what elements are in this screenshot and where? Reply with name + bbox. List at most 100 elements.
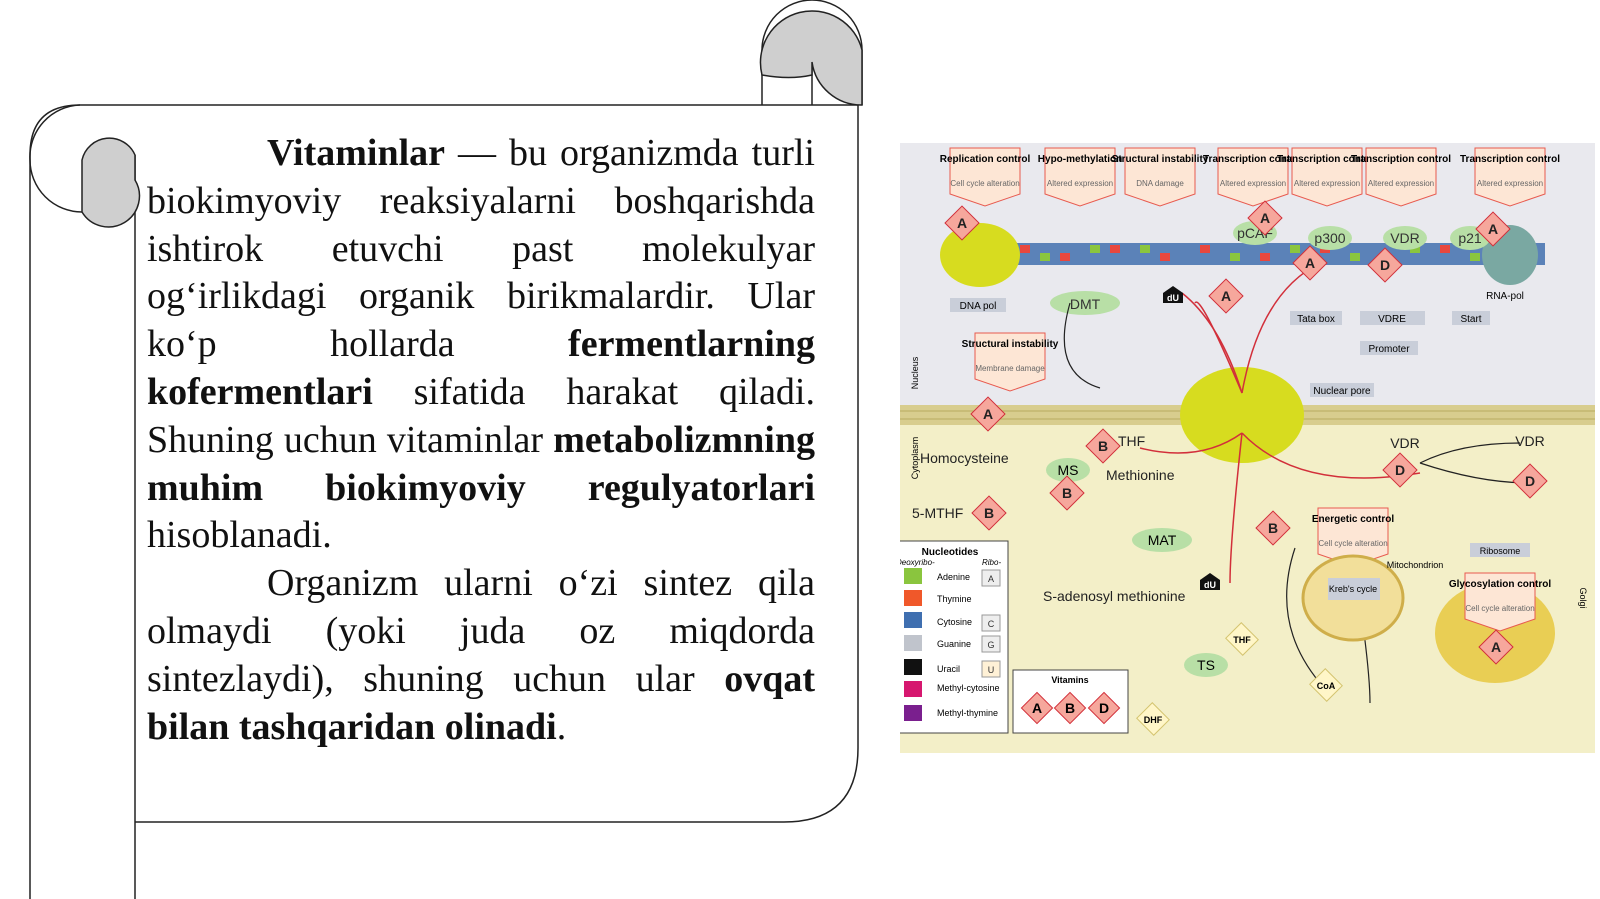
dhf-label: DHF (1144, 715, 1163, 725)
promoter-label: Promoter (1368, 344, 1410, 355)
text-span: Organizm ularni o‘zi sintez qila olmaydi… (147, 562, 815, 700)
mthf-label: 5-MTHF (912, 505, 963, 521)
rna-pol-label: RNA-pol (1486, 291, 1524, 302)
vitamins-title: Vitamins (1051, 675, 1088, 685)
vitamin-b-marker: B (1062, 485, 1072, 501)
main-text: Vitaminlar — bu organizmda turli biokimy… (147, 130, 815, 751)
vitamin-b-marker: B (1098, 438, 1108, 454)
dna-pol-label: DNA pol (960, 301, 997, 312)
vdr2-label: VDR (1515, 433, 1545, 449)
term-vitaminlar: Vitaminlar (267, 132, 446, 174)
legend-title: Nucleotides (922, 547, 979, 558)
legend-item: Cytosine (937, 617, 972, 627)
glyco-sub: Cell cycle alteration (1465, 604, 1534, 613)
thf-label: THF (1118, 433, 1145, 449)
top-box-title: Transcription control (1460, 154, 1560, 165)
thf2-label: THF (1233, 635, 1251, 645)
mitochondrion-label: Mitochondrion (1387, 560, 1444, 570)
du-marker: dU (1204, 580, 1216, 590)
membrane-box: Structural instability Membrane damage (962, 332, 1059, 392)
cytoplasm-label: Cytoplasm (910, 437, 920, 480)
top-box-sub: Altered expression (1477, 179, 1543, 188)
vitamin-a-marker: A (1491, 639, 1501, 655)
text-span: . (556, 705, 567, 748)
vitamin-b-marker: B (1268, 520, 1278, 536)
bold-span: fermentlarning kofermentlari (147, 323, 815, 413)
glyco-box: Glycosylation control Cell cycle alterat… (1449, 572, 1551, 632)
du-marker: dU (1167, 293, 1179, 303)
s-adenosyl-label: S-adenosyl methionine (1043, 588, 1186, 604)
legend-item: Methyl-thymine (937, 708, 998, 718)
legend-item: Uracil (937, 664, 960, 674)
vitamin-a-marker: A (983, 406, 993, 422)
top-box-title: Hypo-methylation (1038, 154, 1122, 165)
top-box-sub: DNA damage (1136, 179, 1184, 188)
top-box-sub: Cell cycle alteration (950, 179, 1019, 188)
nuclear-pore-label: Nuclear pore (1313, 386, 1371, 397)
vitamin-d-marker: D (1380, 257, 1390, 273)
bold-span: ovqat bilan tashqaridan olinadi (147, 657, 815, 748)
paragraph-2: Organizm ularni o‘zi sintez qila olmaydi… (147, 560, 815, 751)
top-box-title: Replication control (940, 154, 1031, 165)
dna-polymerase (940, 223, 1020, 287)
top-box-title: Transcription control (1351, 154, 1451, 165)
top-box-sub: Altered expression (1294, 179, 1360, 188)
vdre-label: VDRE (1378, 314, 1406, 325)
nucleus-label: Nucleus (910, 356, 920, 389)
top-box-title: Structural instability (1112, 154, 1209, 165)
bold-span: metabolizmning muhim biokimyoviy regulya… (147, 418, 815, 509)
vitamin-a-marker: A (957, 215, 967, 231)
text-span: hisoblanadi. (147, 514, 332, 557)
p300-label: p300 (1314, 230, 1345, 246)
krebs-box (1328, 578, 1380, 600)
dmt-label: DMT (1070, 296, 1101, 312)
legend-ribo: Ribo- (982, 558, 1001, 567)
vitamin-a-marker: A (1260, 210, 1270, 226)
tata-box-label: Tata box (1297, 314, 1335, 325)
ribosome-label: Ribosome (1480, 546, 1521, 556)
legend-letter: A (988, 574, 994, 584)
text-span: — bu organizmda turli biokimyoviy reaksi… (147, 132, 815, 366)
vitamin-b-legend: B (1065, 700, 1075, 716)
nucleotide-legend: Nucleotides Deoxyribo- Ribo- Adenine Thy… (900, 540, 1009, 734)
vdr-label: VDR (1390, 230, 1420, 246)
vdr1-label: VDR (1390, 435, 1420, 451)
krebs-label: Kreb's cycle (1329, 584, 1377, 594)
legend-deoxy: Deoxyribo- (900, 558, 935, 567)
vitamin-markers: A A A D A A A B B B B D D A (944, 200, 1548, 665)
legend-letter: G (987, 640, 994, 650)
vitamin-a-marker: A (1305, 255, 1315, 271)
membrane-box-sub: Membrane damage (975, 364, 1045, 373)
top-box-title: Transcription control (1203, 154, 1303, 165)
legend-letter: U (988, 665, 995, 675)
vitamin-b-marker: B (984, 505, 994, 521)
nuclear-pore-complex (1180, 367, 1304, 463)
p21-label: p21 (1458, 230, 1482, 246)
mat-label: MAT (1148, 532, 1177, 548)
vitamin-a-legend: A (1032, 700, 1042, 716)
energetic-title: Energetic control (1312, 514, 1394, 525)
membrane-box-title: Structural instability (962, 339, 1059, 350)
top-box-sub: Altered expression (1220, 179, 1286, 188)
top-box-sub: Altered expression (1368, 179, 1434, 188)
text-span: sifatida harakat qiladi. Shuning uchun v… (147, 370, 815, 461)
energetic-sub: Cell cycle alteration (1318, 539, 1387, 548)
ts-label: TS (1197, 657, 1215, 673)
start-label: Start (1460, 314, 1481, 325)
glyco-title: Glycosylation control (1449, 579, 1551, 590)
vitamins-legend: Vitamins A B D (1012, 669, 1129, 734)
coa-label: CoA (1317, 681, 1336, 691)
vitamin-a-marker: A (1488, 221, 1498, 237)
ms-label: MS (1058, 462, 1079, 478)
legend-letter: C (988, 619, 995, 629)
paragraph-1: Vitaminlar — bu organizmda turli biokimy… (147, 130, 815, 560)
legend-item: Thymine (937, 594, 972, 604)
legend-item: Methyl-cytosine (937, 683, 1000, 693)
legend-item: Guanine (937, 639, 971, 649)
vitamin-d-marker: D (1525, 473, 1535, 489)
top-box-sub: Altered expression (1047, 179, 1113, 188)
top-box-title: Transcription control (1277, 154, 1377, 165)
vitamin-a-marker: A (1221, 288, 1231, 304)
